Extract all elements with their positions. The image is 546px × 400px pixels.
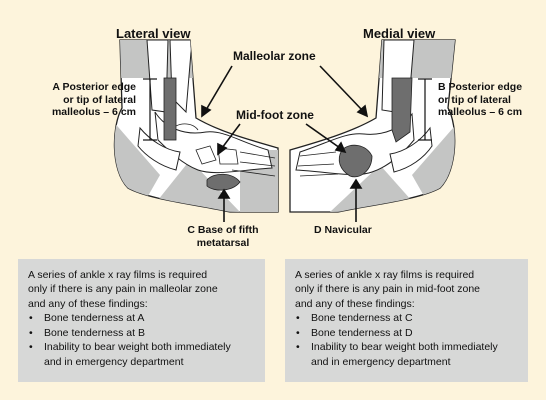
fifth-metatarsal-marker bbox=[206, 173, 241, 191]
rule-box-intro-line: and any of these findings: bbox=[295, 297, 415, 310]
callout-a-line-3: malleolus – 6 cm bbox=[51, 106, 136, 119]
finding-item-line-2: and in emergency department bbox=[311, 355, 451, 368]
callout-d-letter: D bbox=[314, 224, 322, 236]
callout-b-line-1: Posterior edge bbox=[448, 81, 523, 93]
finding-item: Inability to bear weight both immediatel… bbox=[28, 340, 257, 369]
callout-a-line-2: or tip of lateral bbox=[63, 93, 136, 106]
pointer-arrows bbox=[201, 65, 369, 222]
rule-box-findings-list: Bone tenderness at A Bone tenderness at … bbox=[28, 311, 257, 369]
lateral-measure-bracket bbox=[143, 78, 157, 141]
midfoot-rule-box: A series of ankle x ray films is require… bbox=[285, 259, 528, 382]
callout-a-line-1: Posterior edge bbox=[62, 81, 136, 93]
callout-d: D Navicular bbox=[314, 224, 372, 237]
rule-box-intro-line: A series of ankle x ray films is require… bbox=[28, 269, 208, 281]
rule-box-intro-line: only if there is any pain in malleolar z… bbox=[28, 283, 218, 296]
callout-b-line-3: malleolus – 6 cm bbox=[438, 106, 523, 119]
rule-box-findings-list: Bone tenderness at C Bone tenderness at … bbox=[295, 311, 520, 369]
rule-box-intro-line: and any of these findings: bbox=[28, 297, 148, 310]
callout-d-text: Navicular bbox=[324, 224, 372, 236]
callout-a-letter: A bbox=[52, 81, 60, 93]
callout-c-letter: C bbox=[187, 224, 195, 236]
callout-a: A Posterior edge or tip of lateral malle… bbox=[6, 81, 136, 119]
finding-item: Inability to bear weight both immediatel… bbox=[295, 340, 520, 369]
callout-b: B Posterior edge or tip of lateral malle… bbox=[438, 81, 544, 119]
finding-item-line-1: Inability to bear weight both immediatel… bbox=[44, 341, 231, 354]
malleolar-zone-label: Malleolar zone bbox=[231, 49, 318, 64]
medial-view-title: Medial view bbox=[363, 26, 436, 41]
navicular-marker bbox=[338, 144, 373, 178]
finding-item: Bone tenderness at D bbox=[295, 326, 520, 341]
lateral-view-title: Lateral view bbox=[116, 26, 191, 41]
finding-item: Bone tenderness at B bbox=[28, 326, 257, 341]
callout-b-letter: B bbox=[438, 81, 446, 93]
callout-b-line-2: or tip of lateral bbox=[438, 93, 511, 106]
malleolar-rule-box: A series of ankle x ray films is require… bbox=[18, 259, 265, 382]
medial-foot-illustration bbox=[289, 39, 456, 213]
rule-box-intro-line: only if there is any pain in mid-foot zo… bbox=[295, 283, 481, 296]
callout-c-line-2: metatarsal bbox=[196, 236, 250, 249]
medial-measure-bracket bbox=[418, 78, 432, 141]
callout-c-line-1: Base of fifth bbox=[197, 224, 259, 236]
finding-item: Bone tenderness at C bbox=[295, 311, 520, 326]
medial-malleolus-marker bbox=[391, 77, 413, 143]
rule-box-intro-line: A series of ankle x ray films is require… bbox=[295, 269, 475, 281]
finding-item-line-1: Inability to bear weight both immediatel… bbox=[311, 341, 498, 354]
finding-item-line-2: and in emergency department bbox=[44, 355, 184, 368]
finding-item: Bone tenderness at A bbox=[28, 311, 257, 326]
midfoot-zone-label: Mid-foot zone bbox=[234, 108, 316, 123]
lateral-foot-illustration bbox=[113, 39, 279, 213]
callout-c: C Base of fifth metatarsal bbox=[168, 224, 278, 249]
lateral-malleolus-marker bbox=[163, 77, 177, 141]
